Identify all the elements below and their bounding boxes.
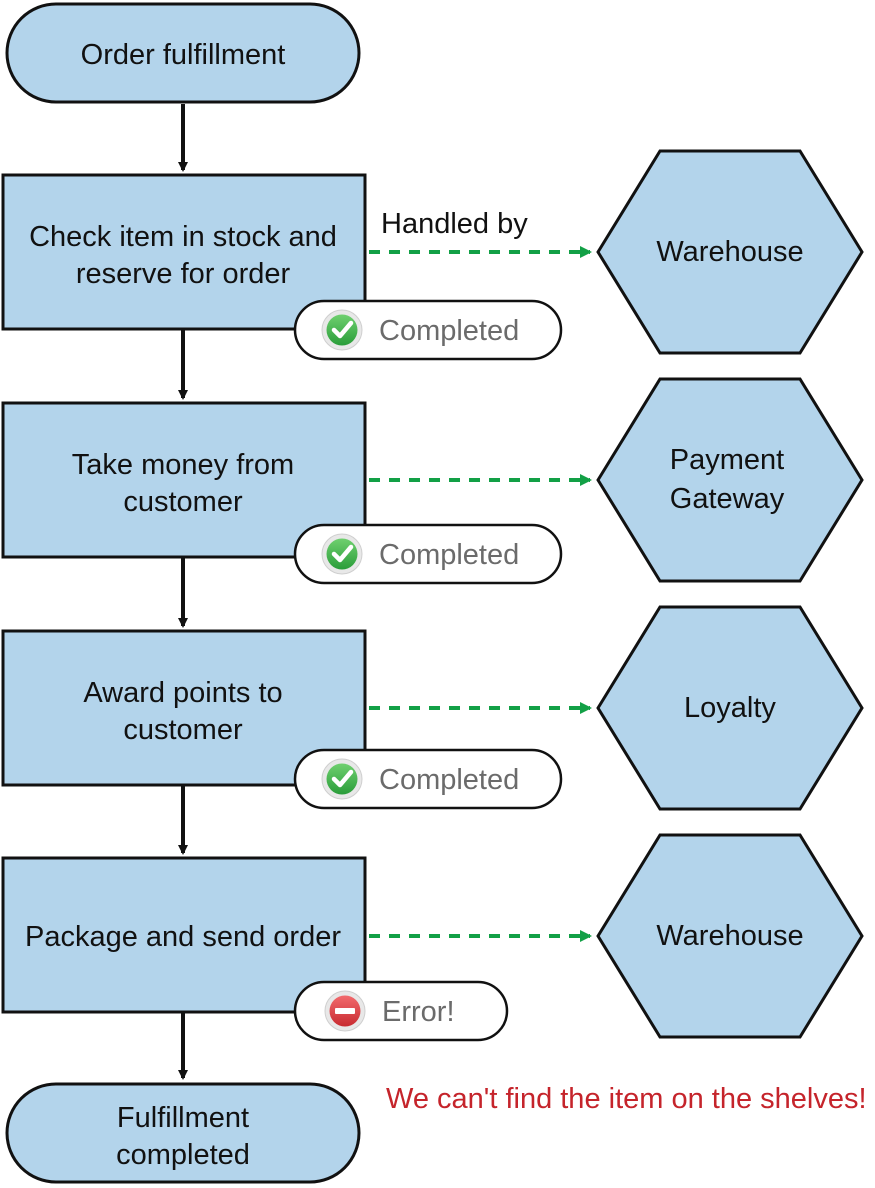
step-3-label-line2: customer (123, 714, 243, 746)
status-badge-1: Completed (293, 299, 563, 361)
step-1-label-line2: reserve for order (76, 258, 291, 290)
step-4-label-line1: Package and send order (25, 921, 341, 953)
end-node-label-line1: Fulfillment (117, 1102, 249, 1134)
step-3-label-line1: Award points to (83, 677, 282, 709)
start-node-label: Order fulfillment (81, 39, 286, 71)
status-text-2: Completed (379, 539, 519, 571)
service-node-3: Loyalty (596, 605, 864, 811)
service-2-label-line2: Gateway (670, 483, 785, 515)
status-badge-4: Error! (293, 980, 509, 1042)
end-node-label-line2: completed (116, 1139, 250, 1171)
check-circle-icon (321, 758, 363, 800)
service-node-1: Warehouse (596, 149, 864, 355)
process-step-1: Check item in stock and reserve for orde… (1, 173, 367, 331)
service-2-label-line1: Payment (670, 444, 784, 476)
step-2-label-line2: customer (123, 486, 243, 518)
error-note: We can't find the item on the shelves! (386, 1083, 867, 1115)
edge-label-handled-by: Handled by (381, 208, 528, 240)
step-1-label-line1: Check item in stock and (29, 221, 337, 253)
service-3-label: Loyalty (684, 692, 776, 724)
status-text-3: Completed (379, 764, 519, 796)
handled-by-arrow-1: Handled by (369, 208, 592, 258)
status-text-1: Completed (379, 315, 519, 347)
check-circle-icon (321, 533, 363, 575)
service-node-4: Warehouse (596, 833, 864, 1039)
status-text-4: Error! (382, 996, 455, 1028)
service-4-label: Warehouse (656, 920, 803, 952)
check-circle-icon (321, 309, 363, 351)
start-node: Order fulfillment (5, 2, 361, 104)
service-1-label: Warehouse (656, 236, 803, 268)
step-2-label-line1: Take money from (72, 449, 294, 481)
service-node-2: Payment Gateway (596, 377, 864, 583)
end-node: Fulfillment completed (5, 1082, 361, 1184)
no-entry-icon (324, 990, 366, 1032)
status-badge-2: Completed (293, 523, 563, 585)
process-step-4: Package and send order (1, 856, 367, 1014)
status-badge-3: Completed (293, 748, 563, 810)
